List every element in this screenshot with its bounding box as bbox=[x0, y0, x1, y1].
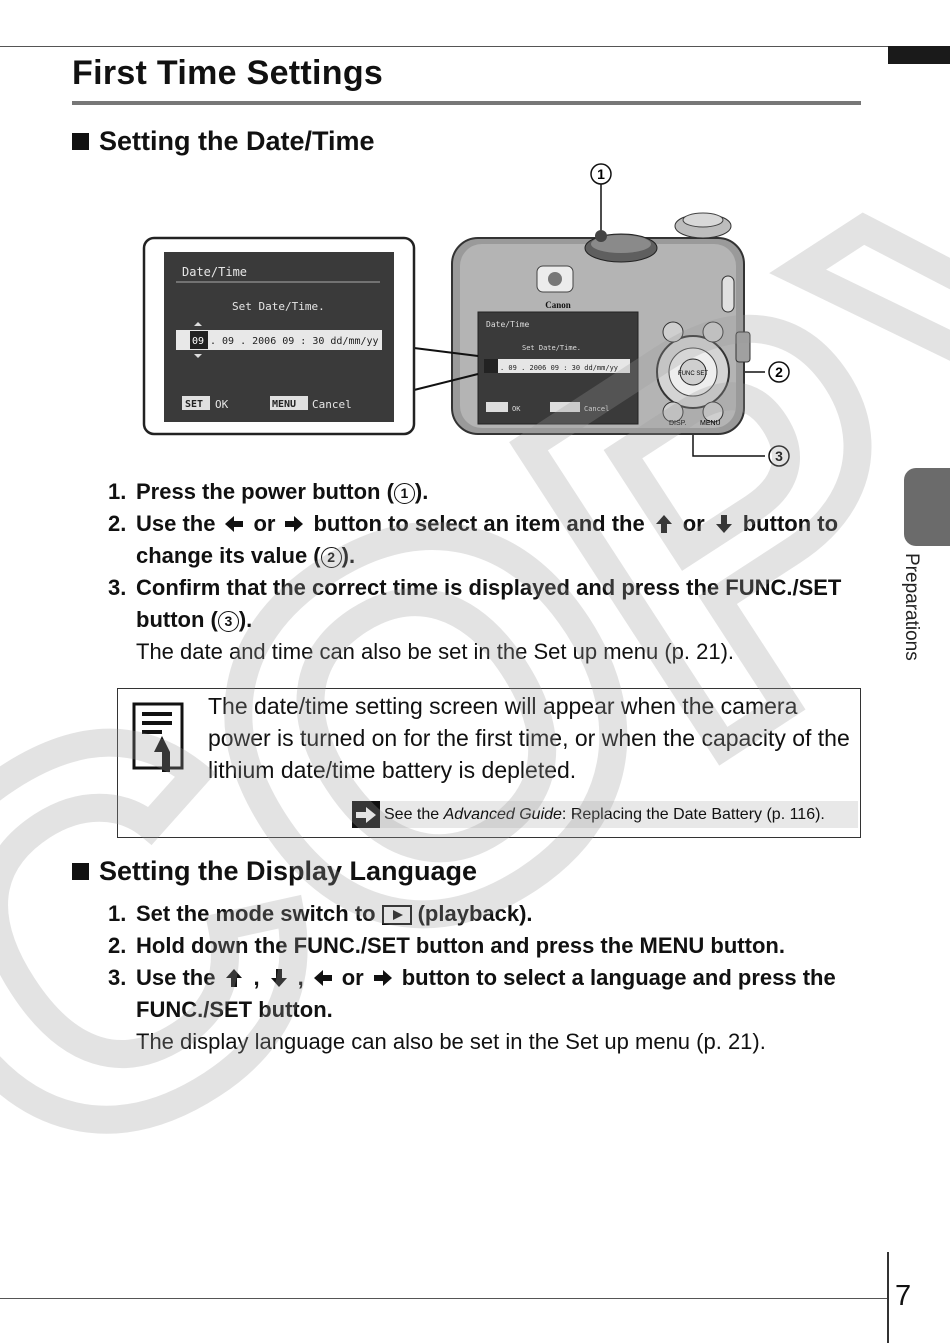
lcd-ok: OK bbox=[215, 398, 229, 411]
svg-text:OK: OK bbox=[512, 405, 521, 413]
note-text: The date/time setting screen will appear… bbox=[208, 693, 850, 783]
step-note: The date and time can also be set in the… bbox=[136, 639, 735, 664]
camera-body: Canon Date/Time Set Date/Time. . 09 . 20… bbox=[451, 212, 751, 435]
up-arrow-icon bbox=[655, 515, 672, 533]
page-number: 7 bbox=[895, 1280, 912, 1312]
camera-figure: 1 2 3 Canon Date/Time Set Date/Time. . 0… bbox=[142, 163, 790, 467]
date-time-steps: 1. Press the power button (1). 2. Use th… bbox=[108, 476, 868, 668]
lcd-cancel: Cancel bbox=[312, 398, 352, 411]
callout-label-2: 2 bbox=[775, 364, 783, 380]
square-bullet-icon bbox=[72, 863, 89, 880]
lcd-prompt: Set Date/Time. bbox=[232, 300, 325, 313]
lcd-day-value: 09 bbox=[192, 336, 204, 347]
svg-text:Set Date/Time.: Set Date/Time. bbox=[522, 344, 581, 352]
svg-text:. 09 . 2006 09 : 30 dd/mm/yy: . 09 . 2006 09 : 30 dd/mm/yy bbox=[500, 364, 618, 372]
page-number-divider bbox=[887, 1252, 889, 1343]
up-arrow-icon bbox=[226, 969, 243, 987]
bottom-rule bbox=[0, 1298, 888, 1299]
enlarged-lcd-screen: Date/Time Set Date/Time. 09 . 09 . 2006 … bbox=[142, 236, 416, 436]
zoom-connector-bottom bbox=[413, 373, 479, 391]
square-bullet-icon bbox=[72, 133, 89, 150]
svg-text:MENU: MENU bbox=[272, 399, 296, 410]
list-item: 2. Hold down the FUNC./SET button and pr… bbox=[108, 933, 785, 958]
left-arrow-icon bbox=[225, 516, 244, 532]
svg-text:FUNC SET: FUNC SET bbox=[678, 371, 708, 377]
strap-mount bbox=[735, 331, 751, 363]
svg-text:Cancel: Cancel bbox=[584, 405, 609, 413]
see-reference: See the Advanced Guide: Replacing the Da… bbox=[352, 801, 858, 828]
playback-icon bbox=[381, 905, 412, 925]
circled-number: 2 bbox=[320, 547, 342, 568]
step-note: The display language can also be set in … bbox=[136, 1029, 766, 1054]
side-tab-label: Preparations bbox=[901, 553, 922, 661]
top-corner-block bbox=[888, 46, 950, 64]
callout-label-3: 3 bbox=[775, 448, 783, 464]
memo-icon bbox=[132, 702, 184, 772]
list-item: 3. Confirm that the correct time is disp… bbox=[108, 572, 868, 668]
mode-switch bbox=[721, 275, 735, 313]
svg-text:MENU: MENU bbox=[700, 420, 721, 427]
svg-text:Date/Time: Date/Time bbox=[486, 320, 530, 329]
list-item: 1. Set the mode switch to(playback). bbox=[108, 901, 533, 926]
svg-text:SET: SET bbox=[185, 399, 203, 410]
callout-circle-1 bbox=[590, 163, 612, 185]
down-arrow-icon bbox=[715, 515, 732, 533]
zoom-connector-top bbox=[413, 347, 479, 357]
circled-number: 3 bbox=[217, 611, 239, 632]
callout-circle-3 bbox=[768, 445, 790, 467]
func-set-button bbox=[679, 358, 707, 386]
svg-text:DISP.: DISP. bbox=[669, 420, 686, 427]
list-item: 1. Press the power button (1). bbox=[108, 479, 429, 504]
title-underline bbox=[72, 101, 861, 105]
circled-number: 1 bbox=[393, 483, 415, 504]
top-rule bbox=[0, 46, 888, 47]
right-arrow-icon bbox=[285, 516, 304, 532]
power-button-mark bbox=[595, 230, 607, 242]
section-heading-date-time: Setting the Date/Time bbox=[72, 126, 375, 157]
side-tab bbox=[904, 468, 950, 546]
right-arrow-icon bbox=[373, 970, 392, 986]
lcd-date-value: . 09 . 2006 09 : 30 dd/mm/yy bbox=[210, 336, 379, 347]
callout-label-1: 1 bbox=[597, 166, 605, 182]
canon-logo: Canon bbox=[545, 300, 571, 310]
language-steps: 1. Set the mode switch to(playback). 2. … bbox=[108, 898, 868, 1058]
arrow-right-box-icon bbox=[352, 801, 380, 828]
callout-circle-2 bbox=[768, 361, 790, 383]
note-box bbox=[117, 688, 861, 838]
page-title: First Time Settings bbox=[72, 54, 384, 92]
down-arrow-icon bbox=[270, 969, 287, 987]
section-heading-display-language: Setting the Display Language bbox=[72, 856, 477, 887]
left-arrow-icon bbox=[313, 970, 332, 986]
lcd-header: Date/Time bbox=[182, 265, 247, 279]
